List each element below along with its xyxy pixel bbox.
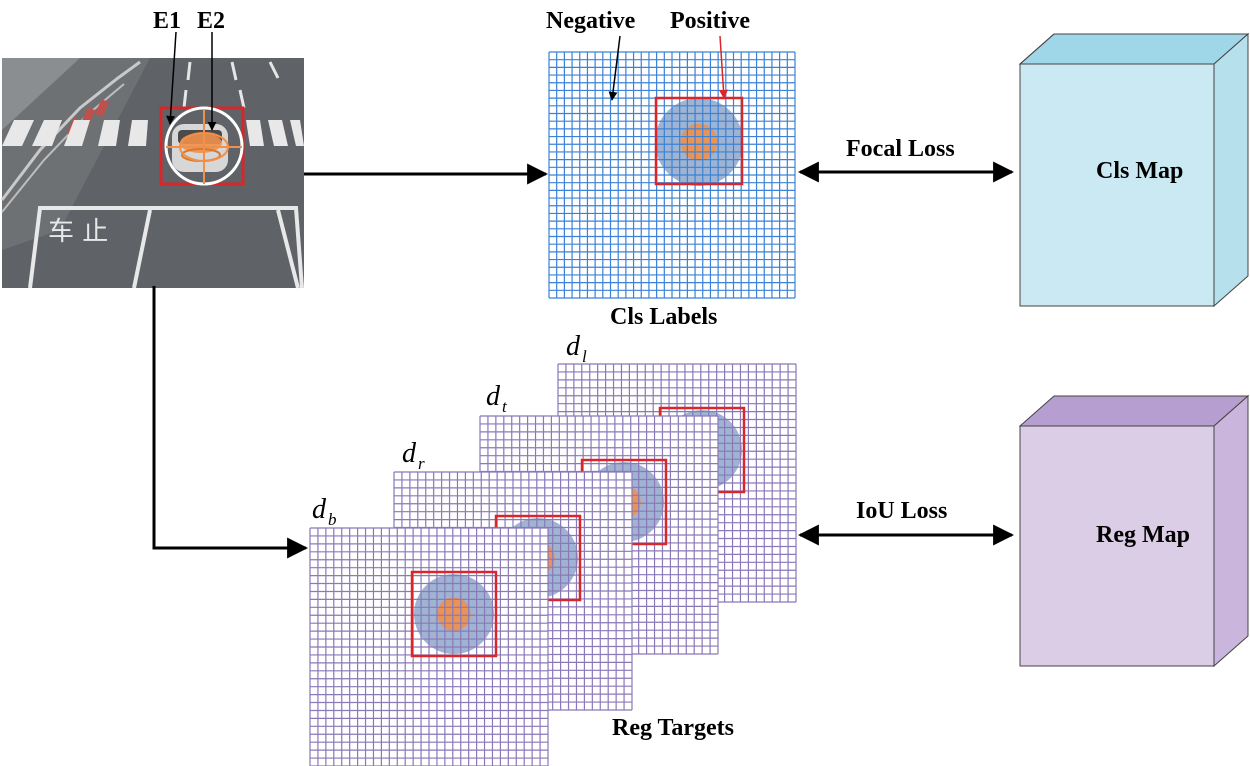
positive-pointer-arrow: [718, 35, 728, 99]
reg-map-label: Reg Map: [1096, 522, 1190, 548]
e1-pointer-arrow: [166, 31, 177, 125]
svg-text:d: d: [402, 438, 417, 469]
label-e2: E2: [197, 8, 225, 34]
reg-label-l: d l: [566, 331, 587, 366]
road-image: 车 止: [0, 58, 304, 289]
cls-map-block: Cls Map: [1018, 32, 1250, 308]
reg-label-r: d r: [402, 438, 425, 473]
reg-map-block: Reg Map: [1018, 394, 1250, 668]
reg-targets-stack: [309, 363, 797, 766]
arrow-image-to-reg: [152, 286, 309, 559]
reg-grid-db: [309, 527, 549, 766]
svg-text:r: r: [418, 454, 425, 473]
cls-grid-cells: [548, 51, 796, 299]
svg-text:d: d: [312, 494, 327, 525]
svg-text:l: l: [582, 347, 587, 366]
svg-text:t: t: [502, 397, 508, 416]
negative-pointer-arrow: [608, 35, 621, 101]
cls-labels-caption: Cls Labels: [610, 304, 717, 330]
positive-label: Positive: [670, 8, 750, 34]
negative-label: Negative: [546, 8, 636, 34]
cls-labels-grid: [548, 51, 796, 299]
label-e1: E1: [153, 8, 181, 34]
reg-label-b: d b: [312, 494, 337, 529]
iou-loss-label: IoU Loss: [856, 498, 947, 524]
ellipse-e2-axes: [166, 110, 242, 184]
cls-map-label: Cls Map: [1096, 158, 1183, 184]
reg-targets-caption: Reg Targets: [612, 715, 734, 741]
svg-text:d: d: [486, 381, 501, 412]
reg-label-t: d t: [486, 381, 508, 416]
focal-loss-label: Focal Loss: [846, 136, 955, 162]
svg-text:b: b: [328, 510, 337, 529]
road-marking-text: 车 止: [48, 217, 108, 247]
svg-text:d: d: [566, 331, 581, 362]
